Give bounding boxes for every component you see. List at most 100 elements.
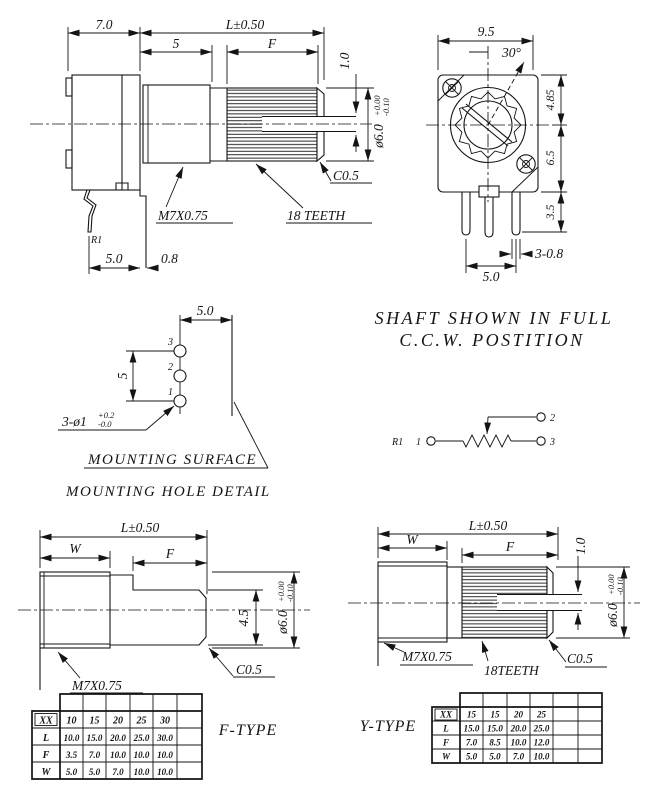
- y-cell: 25.0: [533, 724, 550, 734]
- shaft-note: SHAFT SHOWN IN FULL C.C.W. POSTITION: [375, 308, 614, 350]
- dim-hole-pitch: 5: [115, 372, 130, 379]
- f-table-col: 30: [159, 716, 170, 727]
- y-dia-tol-minus: -0.10: [615, 577, 625, 595]
- f-dim-length: L±0.50: [120, 520, 160, 535]
- y-table-col: 20: [513, 710, 524, 720]
- f-type-view: L±0.50 W F 4.5 ø6.0 +0.00 -0.10 C0.5 M7X…: [18, 520, 310, 694]
- f-type-table: XX 10 15 20 25 30 L 10.0 15.0 20.0 25.0 …: [31, 693, 277, 780]
- f-label-chamfer: C0.5: [236, 662, 262, 677]
- f-cell: 10.0: [64, 733, 80, 743]
- y-dia-tol-plus: +0.00: [606, 574, 616, 595]
- y-cell: 7.0: [466, 738, 478, 748]
- dim-flat: F: [267, 36, 277, 51]
- dim-bushing: 5: [173, 36, 180, 51]
- note-line-1: SHAFT SHOWN IN FULL: [375, 308, 614, 328]
- y-bushing: [377, 561, 448, 643]
- hole-3: [173, 344, 187, 358]
- y-label-thread: M7X0.75: [401, 649, 452, 664]
- side-view-dims: 7.0 L±0.50 5 F 1.0 ø6.0 +0.00 -0.10 C0.5…: [67, 17, 391, 274]
- f-table-col: 25: [136, 716, 147, 727]
- f-cell: 25.0: [133, 733, 150, 743]
- label-teeth: 18 TEETH: [287, 208, 346, 223]
- y-table-col: 15: [467, 710, 477, 720]
- hole-2-label: 2: [168, 362, 173, 373]
- f-dia-tol-plus: +0.00: [276, 581, 286, 602]
- y-row-label: F: [442, 738, 449, 748]
- y-cell: 5.0: [466, 752, 478, 762]
- y-cell: 5.0: [489, 752, 501, 762]
- y-view-dims: L±0.50 W F 1.0 ø6.0 +0.00 -0.10 M7X0.75 …: [377, 518, 630, 678]
- pin-2: [484, 197, 494, 238]
- pin-1: [461, 192, 471, 236]
- f-table-corner: XX: [38, 716, 53, 727]
- y-table-col: 25: [536, 710, 547, 720]
- terminal-2-node: [536, 412, 546, 422]
- dim-mount-offset: 5.0: [197, 303, 214, 318]
- f-table-col: 15: [90, 716, 100, 727]
- f-view-dims: L±0.50 W F 4.5 ø6.0 +0.00 -0.10 C0.5 M7X…: [39, 520, 300, 694]
- y-label-teeth: 18TEETH: [484, 663, 540, 678]
- hole-tol-minus: -0.0: [98, 419, 112, 429]
- dim-top: 4.85: [543, 90, 557, 111]
- resistor-zigzag: [462, 433, 512, 449]
- side-view: 7.0 L±0.50 5 F 1.0 ø6.0 +0.00 -0.10 C0.5…: [30, 17, 391, 274]
- label-ref-r1: R1: [90, 235, 102, 246]
- shaft-dia-tol-minus: -0.10: [381, 98, 391, 116]
- f-cell: 10.0: [134, 767, 150, 777]
- hole-spec: 3-ø1: [61, 414, 87, 429]
- y-cell: 15.0: [487, 724, 503, 734]
- f-label-thread: M7X0.75: [71, 678, 122, 693]
- dim-shaft-dia: ø6.0 +0.00 -0.10: [371, 95, 391, 149]
- f-type-label: F-TYPE: [218, 722, 277, 739]
- f-row-label: L: [42, 733, 49, 744]
- y-cell: 15.0: [464, 724, 480, 734]
- dim-pin-pitch: 5.0: [483, 269, 500, 284]
- screw-bottom-right: [516, 154, 536, 174]
- dim-slot-width: 1.0: [337, 52, 352, 69]
- y-dim-length: L±0.50: [468, 518, 508, 533]
- f-table-col: 20: [112, 716, 123, 727]
- terminal-1-node: [426, 436, 436, 446]
- dim-mid: 6.5: [543, 151, 557, 166]
- y-dim-w: W: [406, 532, 419, 547]
- shaft-dia-tol-plus: +0.00: [372, 95, 382, 116]
- y-row-label: L: [442, 724, 449, 734]
- pin-3: [511, 192, 521, 236]
- f-cell: 5.0: [89, 767, 101, 777]
- f-dim-w: W: [69, 541, 82, 556]
- schematic: R1 1 2 3: [391, 412, 555, 449]
- ccw-angle-line: [487, 61, 525, 126]
- terminal-3-node: [536, 436, 546, 446]
- label-chamfer: C0.5: [333, 168, 359, 183]
- note-line-2: C.C.W. POSTITION: [399, 330, 584, 350]
- f-dim-dia: ø6.0 +0.00 -0.10: [275, 581, 295, 635]
- f-cell: 7.0: [89, 750, 101, 760]
- mounting-detail: 5.0 5 3 2 1 3-ø1 +0.2 -0.0 MOUNTING SURF…: [58, 303, 269, 500]
- schematic-t3: 3: [549, 437, 555, 448]
- dim-pin-width: 3-0.8: [534, 246, 563, 261]
- y-dim-slot: 1.0: [573, 537, 588, 554]
- dim-front-width: 9.5: [478, 24, 495, 39]
- f-dim-flat-height: 4.5: [236, 609, 251, 626]
- side-view-shaft: [142, 84, 356, 164]
- y-cell: 8.5: [489, 738, 501, 748]
- f-cell: 15.0: [87, 733, 103, 743]
- f-cell: 5.0: [66, 767, 78, 777]
- f-row-label: W: [42, 767, 52, 778]
- slot-edge: [461, 107, 509, 147]
- y-type-label: Y-TYPE: [360, 718, 416, 735]
- label-thread: M7X0.75: [157, 208, 208, 223]
- mounting-surface-label: MOUNTING SURFACE: [87, 452, 257, 468]
- y-cell: 7.0: [513, 752, 525, 762]
- shaft-dia-value: ø6.0: [371, 124, 386, 149]
- f-dim-flat: F: [165, 546, 175, 561]
- dim-body-width: 7.0: [96, 17, 113, 32]
- y-cell: 10.0: [511, 738, 527, 748]
- y-type-view: L±0.50 W F 1.0 ø6.0 +0.00 -0.10 M7X0.75 …: [348, 518, 640, 678]
- dim-tab: 0.8: [161, 251, 178, 266]
- hole-1-label: 1: [168, 387, 173, 398]
- pin-2-collar: [478, 185, 500, 198]
- f-row-label: F: [42, 750, 50, 761]
- front-view: 9.5 30° 4.85 6.5 3.5 3-0.8 5.0: [426, 24, 567, 284]
